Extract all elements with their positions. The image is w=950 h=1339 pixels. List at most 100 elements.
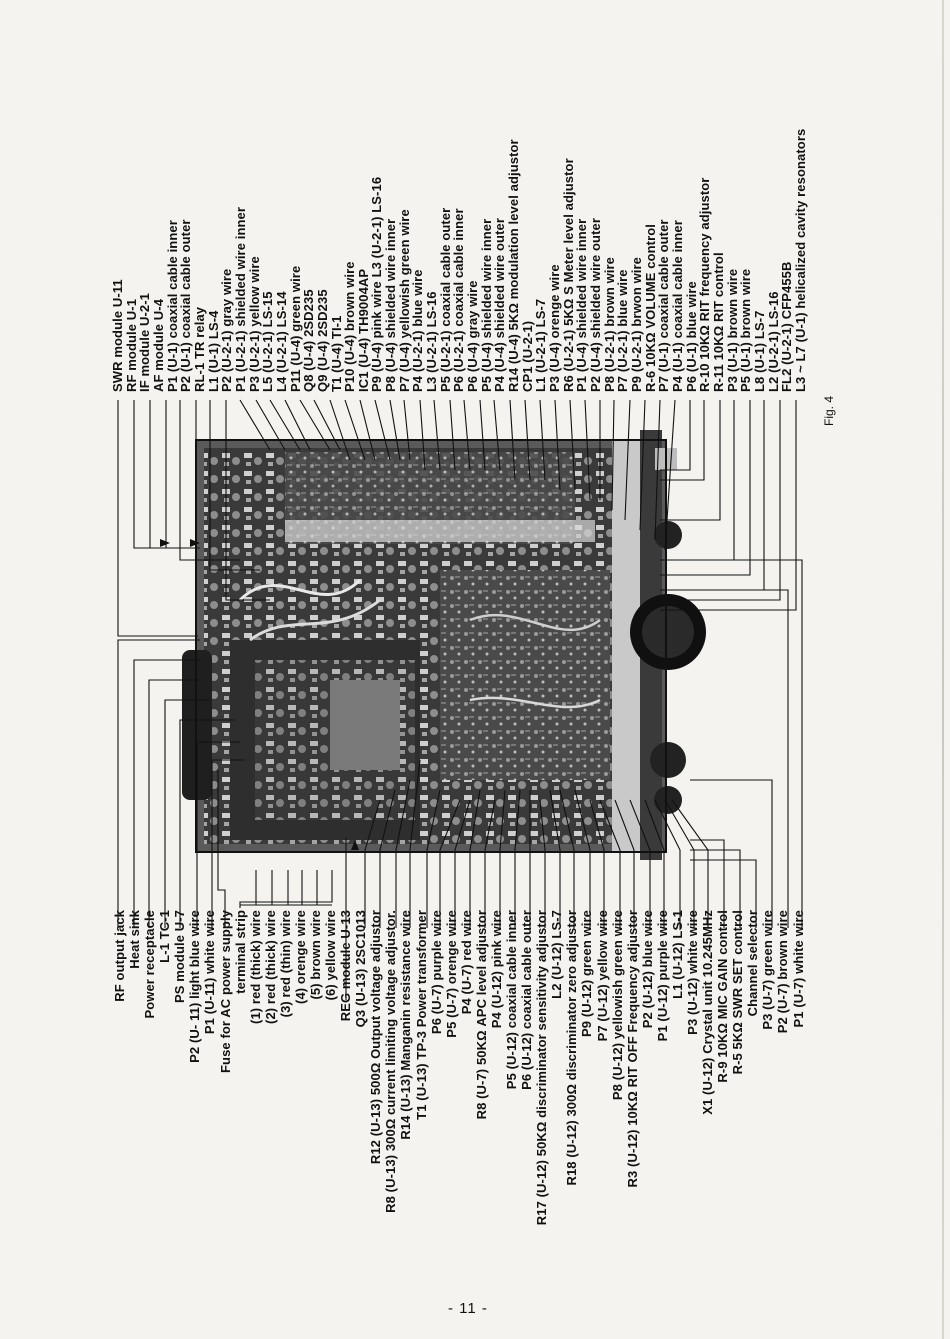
right-callout-label: P6 (U-2-1) coaxial cable inner [451, 208, 467, 392]
left-callout-label: Power receptacle [142, 910, 158, 1019]
left-callout-label: (4) orenge wire [292, 910, 308, 1004]
right-callout-label: P5 (U-2-1) coaxial cable outer [437, 207, 453, 392]
left-callout-label: P5 (U-12) coaxial cable inner [504, 910, 520, 1090]
right-callout-label: P4 (U-2-1) blue wire [410, 269, 426, 392]
left-callout-label: R18 (U-12) 300Ω discriminator zero adjus… [564, 910, 580, 1186]
right-leader-lines [117, 399, 797, 637]
left-callout-label: terminal strip [232, 910, 248, 994]
right-callout-label: P6 (U-1) blue wire [683, 281, 699, 392]
left-callout-label: P9 (U-12) green wire [579, 910, 595, 1037]
chassis-photo [182, 430, 706, 860]
right-callout-label: L1 (U-2-1) LS-7 [533, 298, 549, 392]
right-callout-label: P10 (U-4) brown wire [342, 261, 358, 392]
right-callout-label: R6 (U-2-1) 5KΩ S Meter level adjustor [560, 158, 576, 392]
left-callout-label: L2 (U-12) LS-7 [549, 910, 565, 999]
left-callout-label: P3 (U-12) white wire [684, 910, 700, 1035]
right-callout-label: IC1 (U-4) TH9004AP [355, 268, 371, 392]
right-callout-label: P7 (U-1) coaxial cable outer [656, 219, 672, 392]
right-callout-label: P4 (U-1) coaxial cable inner [669, 220, 685, 392]
left-callout-label: P2 (U-7) brown wire [775, 910, 791, 1034]
left-callout-label: P6 (U-12) coaxial cable outer [519, 910, 535, 1090]
left-callout-label: P7 (U-12) yellow wire [594, 910, 610, 1042]
left-callout-label: P6 (U-7) purple wire [428, 910, 444, 1035]
left-callout-label: RF output jack [112, 910, 127, 1002]
left-callout-label: R12 (U-13) 500Ω Output voltage adjustor [368, 910, 384, 1165]
left-callout-label: PS module U-7 [172, 910, 188, 1004]
right-callout-label: P5 (U-4) shielded wire inner [478, 218, 494, 392]
left-callout-label: R-5 5KΩ SWR SET control [730, 910, 746, 1075]
left-callout-label: P4 (U-12) pink wire [488, 910, 504, 1029]
left-callout-label: X1 (U-12) Crystal unit 10.245MHz [700, 910, 716, 1115]
left-callout-label: P3 (U-7) green wire [760, 910, 776, 1030]
left-callout-label: Q3 (U-13) 2SC1013 [353, 910, 369, 1028]
left-callout-label: Channel selector [745, 910, 761, 1017]
right-callout-label: P7 (U-2-1) blue wire [615, 269, 631, 392]
left-callout-label: R3 (U-12) 10KΩ RIT OFF Frequency adjusto… [624, 910, 640, 1188]
right-callout-label: CP1 (U-2-1) [519, 320, 535, 392]
right-callout-label: L8 (U-1) LS-7 [751, 310, 767, 392]
right-callout-label: P7 (U-4) yellowish green wire [396, 209, 412, 392]
right-callout-label: IF module U-2-1 [137, 292, 153, 392]
right-callout-label: P3 (U-2-1) yellow wire [246, 256, 262, 392]
right-callout-label: P3 (U-1) brown wire [724, 268, 740, 392]
left-callout-label: P1 (U-7) white wire [790, 910, 806, 1028]
left-callout-label: P2 (U-12) blue wire [639, 910, 655, 1029]
left-callout-label: (3) red (thin) wire [277, 910, 293, 1018]
left-callout-label: Fuse for AC power supply [217, 910, 233, 1073]
right-callout-label: R-6 10KΩ VOLUME control [642, 223, 658, 392]
left-callout-label: (1) red (thick) wire [247, 910, 263, 1024]
left-callout-label: P1 (U-12) purple wire [654, 910, 670, 1042]
left-callout-label: (5) brown wire [308, 910, 324, 1000]
right-callout-label: P2 (U-4) shielded wire outer [587, 217, 603, 392]
left-callout-label: R8 (U-13) 300Ω current limiting voltage … [383, 910, 399, 1213]
right-callout-label: P2 (U-1) coaxial cable outer [178, 219, 194, 392]
right-callout-label: RF module U-1 [123, 298, 139, 392]
right-callout-label: P4 (U-4) shielded wire outer [492, 217, 508, 392]
left-callout-label: (6) yellow wire [323, 910, 339, 1001]
left-callout-label: L-1 TC-1 [157, 910, 173, 963]
right-callout-label: T1 (U-4) TI-1 [328, 315, 344, 392]
left-callout-label: P4 (U-7) red wire [458, 910, 474, 1015]
left-callout-label: L1 (U-12) LS-1 [669, 910, 685, 999]
left-callout-label: Heat sink [127, 910, 143, 969]
left-callout-label: T1 (U-13) TP-3 Power transformer [413, 910, 429, 1120]
right-callout-label: P3 (U-4) orenge wire [547, 264, 562, 392]
left-callout-label: R-9 10KΩ MIC GAIN control [715, 910, 731, 1083]
right-callout-label: P6 (U-4) gray wire [465, 280, 481, 392]
right-callout-label: L1 (U-1) LS-4 [205, 310, 221, 392]
right-callout-label: P5 (U-1) brown wire [738, 268, 754, 392]
arrow-heads [160, 539, 359, 850]
left-callout-label: P2 (U- 11) light blue wire [187, 910, 203, 1063]
right-callout-label: R-10 10KΩ RIT frequency adjustor [697, 177, 713, 392]
left-callout-label: (2) red (thick) wire [262, 910, 278, 1024]
right-callout-label: L2 (U-2-1) LS-16 [765, 291, 781, 392]
right-callout-label: R-11 10KΩ RIT control [710, 252, 726, 392]
left-callout-label: P5 (U-7) orenge wire [443, 910, 459, 1038]
right-callout-label: SWR module U-11 [110, 279, 125, 392]
right-callout-label: Q9 (U-4) 2SD235 [314, 289, 330, 392]
figure-caption: Fig. 4 [822, 395, 836, 426]
right-callout-label: FL2 (U-2-1) CFP455B [779, 261, 795, 392]
left-callout-label: R14 (U-13) Manganin resistance wire [398, 910, 414, 1140]
page-number: - 11 - [448, 1300, 488, 1317]
right-callout-label: P1 (U-1) coaxial cable inner [164, 220, 180, 392]
right-callout-label: Q8 (U-4) 2SD235 [301, 289, 317, 392]
right-callout-label: P8 (U-2-1) brown wire [601, 256, 617, 392]
right-callout-label: AF module U-4 [150, 298, 166, 392]
right-callout-label: P9 (U-4) pink wire L3 (U-2-1) LS-16 [369, 176, 385, 392]
right-callout-label: P2 (U-2-1) gray wire [219, 268, 235, 392]
right-callout-label: L3 ~ L7 (U-1) helicalized cavity resonat… [792, 128, 808, 392]
right-callout-label: P9 (U-2-1) brwon wire [628, 256, 644, 392]
page-edge-shadow [942, 0, 944, 1339]
right-callout-label: P11 (U-4) green wire [287, 265, 303, 392]
right-callout-label: R14 (U-4) 5KΩ modulation level adjustor [506, 139, 522, 392]
right-callout-label: L5 (U-2-1) LS-15 [260, 291, 276, 392]
left-callout-label: R8 (U-7) 50KΩ APC level adjustor [473, 910, 489, 1120]
right-callout-label: P1 (U-4) shielded wire inner [574, 218, 590, 392]
right-callout-label: P1 (U-2-1) shielded wire inner [232, 206, 248, 392]
left-callout-label: R17 (U-12) 50KΩ discriminator sensitivit… [534, 910, 550, 1226]
right-callout-label: RL-1 TR relay [191, 306, 207, 392]
